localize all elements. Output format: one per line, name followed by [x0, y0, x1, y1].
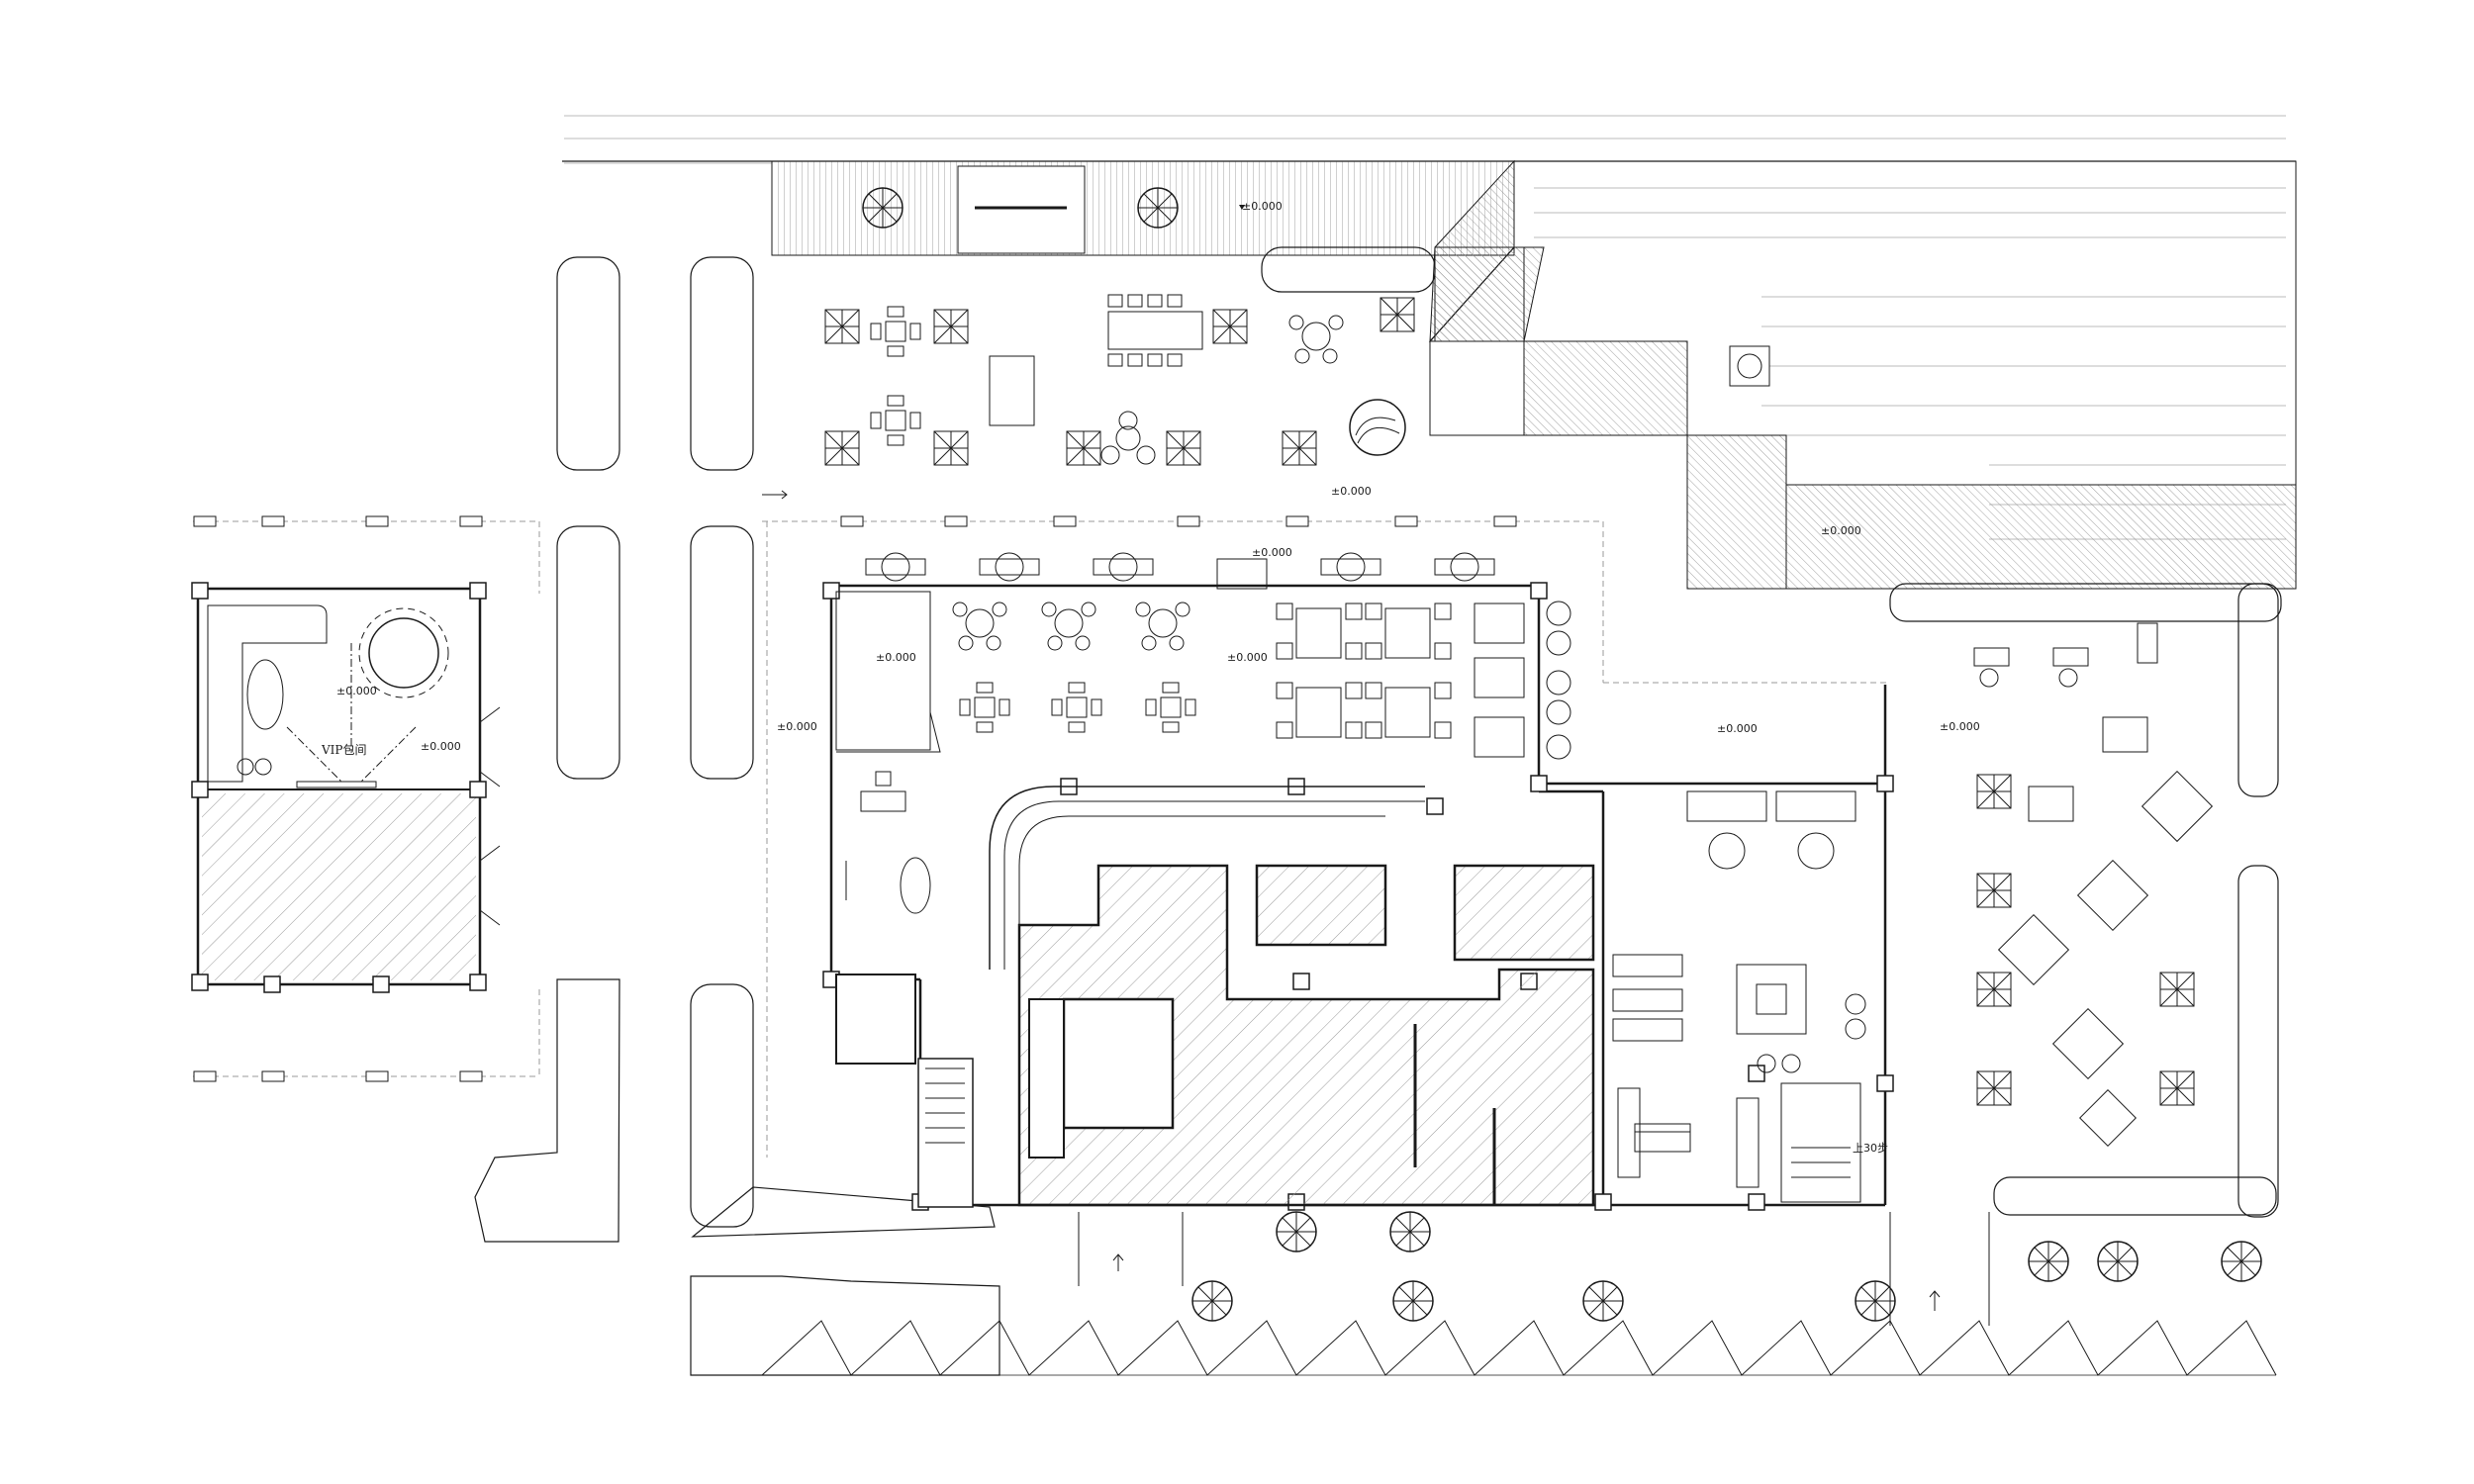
- level-dining-center: ±0.000: [1227, 651, 1268, 664]
- level-east-dining: ±0.000: [1940, 720, 1980, 733]
- stair-note: 上30步: [1853, 1142, 1888, 1155]
- window-seats: [861, 552, 1529, 590]
- bar-counter: [989, 786, 1425, 970]
- level-bar-strip: ±0.000: [1252, 546, 1292, 559]
- arrow-icon: [762, 490, 788, 500]
- level-terrace: ±0.000: [1331, 485, 1372, 498]
- service-core: [835, 864, 1595, 1208]
- timber-deck-top: [771, 160, 1515, 256]
- level-deck-right: ±0.000: [1821, 524, 1861, 537]
- level-vip-2: ±0.000: [421, 740, 461, 753]
- lounge: [1612, 790, 1866, 1203]
- site-boundary: [193, 515, 1890, 1158]
- level-deck-top: ±0.000: [1242, 200, 1283, 213]
- level-dining-left: ±0.000: [876, 651, 916, 664]
- dining-center: [1276, 601, 1571, 760]
- level-corridor: ±0.000: [777, 720, 817, 733]
- vip-room: [191, 582, 501, 993]
- outdoor-terrace: [824, 294, 1415, 466]
- east-dining: [1973, 622, 2214, 1147]
- room-label-vip: VIP包间: [321, 743, 366, 757]
- east-umbrellas: [1976, 774, 2195, 1106]
- level-vip-1: ±0.000: [336, 685, 377, 697]
- level-lounge: ±0.000: [1717, 722, 1758, 735]
- timber-deck-stepped: [1428, 159, 2297, 590]
- level-marker-icon: [1239, 205, 1245, 210]
- street-edge: [752, 1211, 2277, 1376]
- hedges: [474, 246, 2282, 1376]
- dining-left: [835, 591, 1196, 914]
